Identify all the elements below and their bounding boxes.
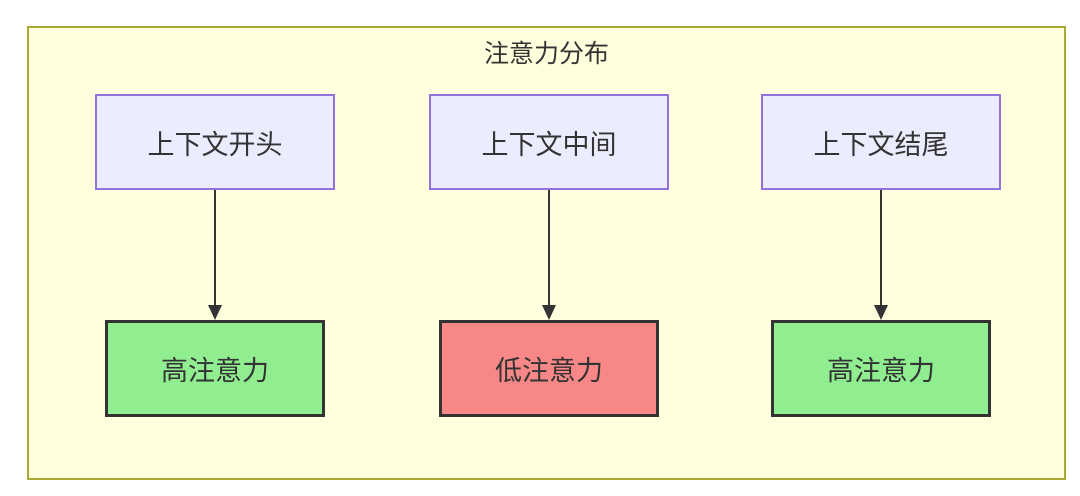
node-high-attention-end: 高注意力 [771,320,991,417]
arrow-end-to-high [874,190,888,320]
node-low-attention-middle: 低注意力 [439,320,659,417]
arrow-start-to-high [208,190,222,320]
diagram-title: 注意力分布 [483,40,609,68]
attention-distribution-container: 注意力分布 上下文开头 上下文中间 上下文结尾 高注意力 低注意力 高注意力 [27,26,1066,480]
arrow-middle-to-low [542,190,556,320]
node-context-start: 上下文开头 [95,94,335,190]
node-high-attention-start: 高注意力 [105,320,325,417]
node-context-middle: 上下文中间 [429,94,669,190]
node-context-end: 上下文结尾 [761,94,1001,190]
